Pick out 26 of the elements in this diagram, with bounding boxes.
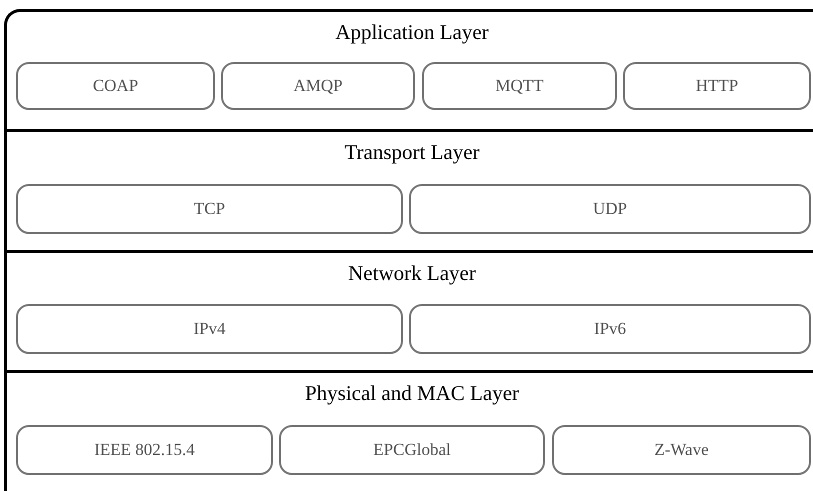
protocol-box bbox=[552, 425, 811, 475]
protocol-box bbox=[409, 184, 811, 234]
protocol-label: AMQP bbox=[293, 76, 343, 96]
layer-title: Network Layer bbox=[347, 261, 477, 286]
protocol-box bbox=[422, 62, 617, 110]
protocol-box bbox=[16, 425, 273, 475]
protocol-label: HTTP bbox=[696, 76, 738, 96]
protocol-label: Z-Wave bbox=[654, 440, 709, 460]
protocol-label: COAP bbox=[92, 76, 138, 96]
protocol-box bbox=[221, 62, 415, 110]
protocol-label: MQTT bbox=[495, 76, 544, 96]
protocol-box bbox=[16, 304, 403, 354]
protocol-label: TCP bbox=[194, 199, 226, 219]
protocol-label: IPv4 bbox=[193, 319, 226, 339]
layer-title: Transport Layer bbox=[343, 140, 481, 165]
protocol-label: IPv6 bbox=[594, 319, 626, 339]
layer-title: Physical and MAC Layer bbox=[304, 381, 520, 406]
protocol-box bbox=[279, 425, 545, 475]
protocol-box bbox=[16, 62, 215, 110]
protocol-box bbox=[623, 62, 811, 110]
protocol-box bbox=[16, 184, 403, 234]
protocol-label: UDP bbox=[592, 199, 627, 219]
protocol-label: IEEE 802.15.4 bbox=[94, 440, 195, 460]
protocol-box bbox=[409, 304, 811, 354]
layer-title: Application Layer bbox=[334, 20, 490, 45]
protocol-label: EPCGlobal bbox=[373, 440, 451, 460]
